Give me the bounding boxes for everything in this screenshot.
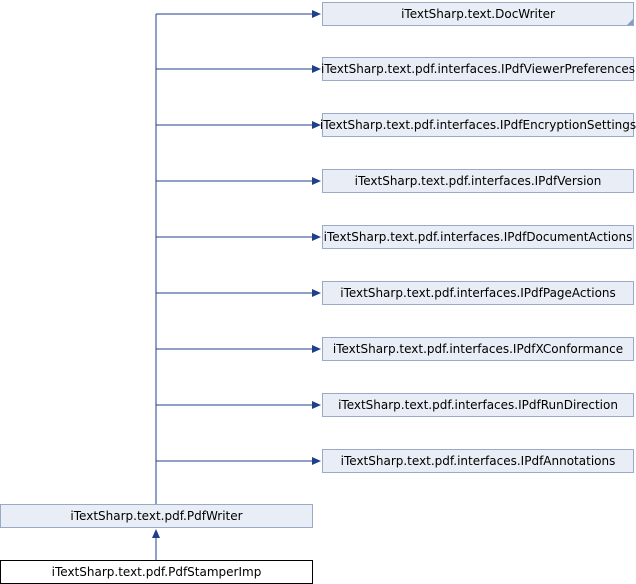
node-label: iTextSharp.text.pdf.interfaces.IPdfPageA…: [340, 286, 616, 300]
node-pdf-stamper-imp-current: iTextSharp.text.pdf.PdfStamperImp: [0, 560, 313, 584]
node-ipdf-x-conformance[interactable]: iTextSharp.text.pdf.interfaces.IPdfXConf…: [322, 337, 634, 361]
node-label: iTextSharp.text.pdf.PdfWriter: [70, 509, 243, 523]
node-label: iTextSharp.text.pdf.interfaces.IPdfXConf…: [332, 342, 624, 356]
arrowhead-icon-8: [312, 457, 321, 465]
node-label: iTextSharp.text.DocWriter: [401, 7, 555, 21]
node-ipdf-version[interactable]: iTextSharp.text.pdf.interfaces.IPdfVersi…: [322, 169, 634, 193]
arrowhead-icon-7: [312, 401, 321, 409]
arrowhead-icon-6: [312, 345, 321, 353]
node-ipdf-document-actions[interactable]: iTextSharp.text.pdf.interfaces.IPdfDocum…: [322, 225, 634, 249]
arrowhead-icon-1: [312, 65, 321, 73]
node-label: iTextSharp.text.pdf.interfaces.IPdfEncry…: [319, 118, 636, 132]
arrowhead-icon-4: [312, 233, 321, 241]
node-ipdf-encryption-settings[interactable]: iTextSharp.text.pdf.interfaces.IPdfEncry…: [319, 113, 636, 137]
arrowhead-icon-0: [312, 10, 321, 18]
node-label: iTextSharp.text.pdf.interfaces.IPdfVersi…: [354, 174, 602, 188]
node-ipdf-run-direction[interactable]: iTextSharp.text.pdf.interfaces.IPdfRunDi…: [322, 393, 634, 417]
node-pdf-writer[interactable]: iTextSharp.text.pdf.PdfWriter: [0, 504, 313, 528]
parent-arrowhead-icon: [152, 529, 160, 538]
truncation-corner-icon: [627, 19, 633, 25]
node-label: iTextSharp.text.pdf.interfaces.IPdfDocum…: [323, 230, 633, 244]
node-label: iTextSharp.text.pdf.interfaces.IPdfAnnot…: [340, 454, 616, 468]
arrowhead-icon-5: [312, 289, 321, 297]
node-label: iTextSharp.text.pdf.interfaces.IPdfViewe…: [321, 62, 636, 76]
node-doc-writer[interactable]: iTextSharp.text.DocWriter: [322, 2, 634, 26]
node-ipdf-viewer-preferences[interactable]: iTextSharp.text.pdf.interfaces.IPdfViewe…: [321, 57, 636, 81]
arrowhead-icon-2: [312, 121, 321, 129]
node-label: iTextSharp.text.pdf.PdfStamperImp: [51, 565, 262, 579]
node-ipdf-page-actions[interactable]: iTextSharp.text.pdf.interfaces.IPdfPageA…: [322, 281, 634, 305]
node-ipdf-annotations[interactable]: iTextSharp.text.pdf.interfaces.IPdfAnnot…: [322, 449, 634, 473]
node-label: iTextSharp.text.pdf.interfaces.IPdfRunDi…: [338, 398, 618, 412]
arrowhead-icon-3: [312, 177, 321, 185]
